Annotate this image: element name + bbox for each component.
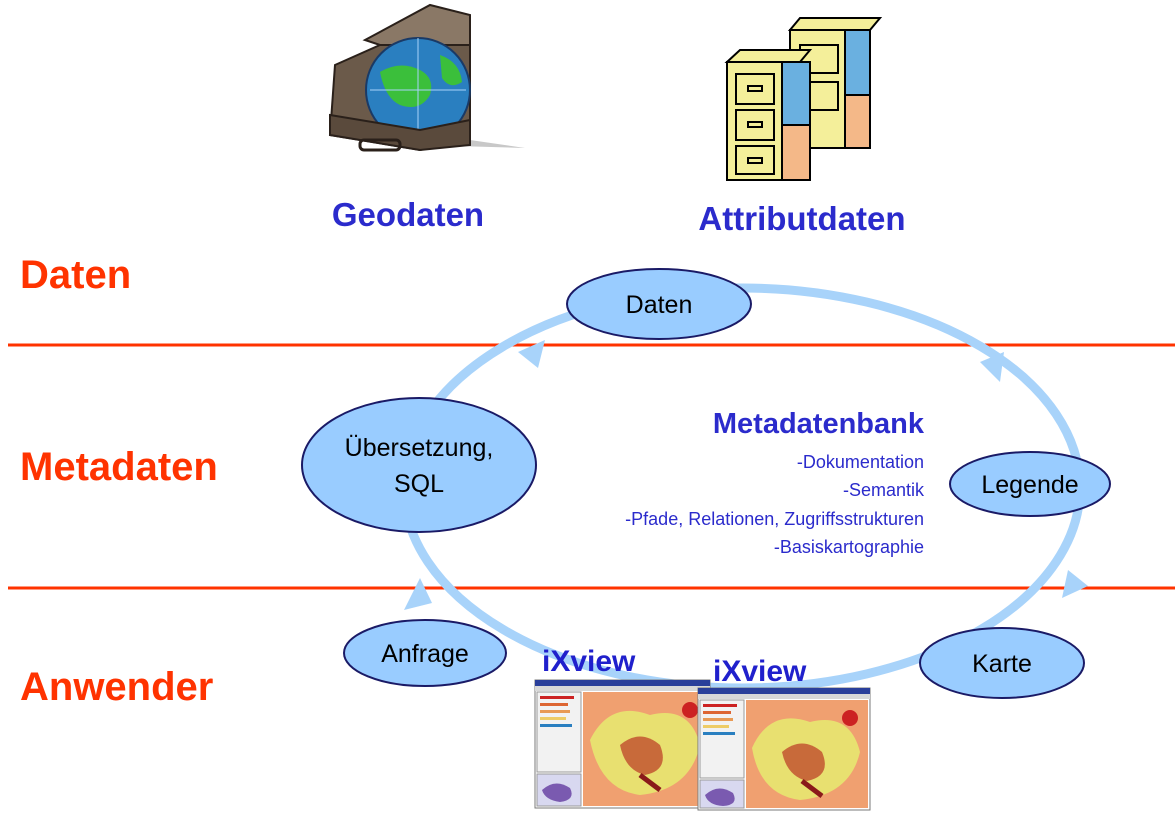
node-query: Anfrage [343, 619, 507, 687]
node-translation-label-line2: SQL [394, 470, 444, 498]
map-screenshot-icon [534, 679, 711, 809]
node-legend-label: Legende [981, 471, 1078, 499]
node-map-label: Karte [972, 650, 1032, 678]
metadatabase-item: -Semantik [843, 480, 925, 500]
globe-briefcase-icon [328, 3, 525, 152]
lane-label-metadata: Metadaten [20, 445, 218, 489]
node-legend: Legende [949, 451, 1111, 517]
cycle-arrow-icon [1062, 570, 1088, 598]
viewer-label-right: iXview [713, 655, 807, 688]
attribute-data-label: Attributdaten [698, 200, 905, 237]
node-map: Karte [919, 627, 1085, 699]
cycle-arrow-icon [980, 352, 1004, 382]
metadatabase-item: -Pfade, Relationen, Zugriffsstrukturen [625, 509, 924, 529]
geodata-label: Geodaten [332, 196, 484, 233]
node-data-label: Daten [626, 291, 693, 319]
cycle-arrow-icon [518, 340, 545, 368]
node-query-label: Anfrage [381, 640, 469, 668]
filing-cabinet-icon [724, 17, 883, 181]
cycle-arrow-icon [404, 578, 432, 610]
metadatabase-item: -Dokumentation [797, 452, 924, 472]
lane-label-users: Anwender [20, 665, 213, 709]
node-translation-label-line1: Übersetzung, [345, 434, 494, 462]
node-translation: Übersetzung, SQL [301, 397, 537, 533]
map-screenshot-icon [697, 687, 871, 811]
metadatabase-item: -Basiskartographie [774, 537, 924, 557]
metadatabase-title: Metadatenbank [713, 408, 925, 440]
node-data: Daten [566, 268, 752, 340]
lane-label-data: Daten [20, 253, 131, 297]
viewer-label-left: iXview [542, 645, 636, 678]
